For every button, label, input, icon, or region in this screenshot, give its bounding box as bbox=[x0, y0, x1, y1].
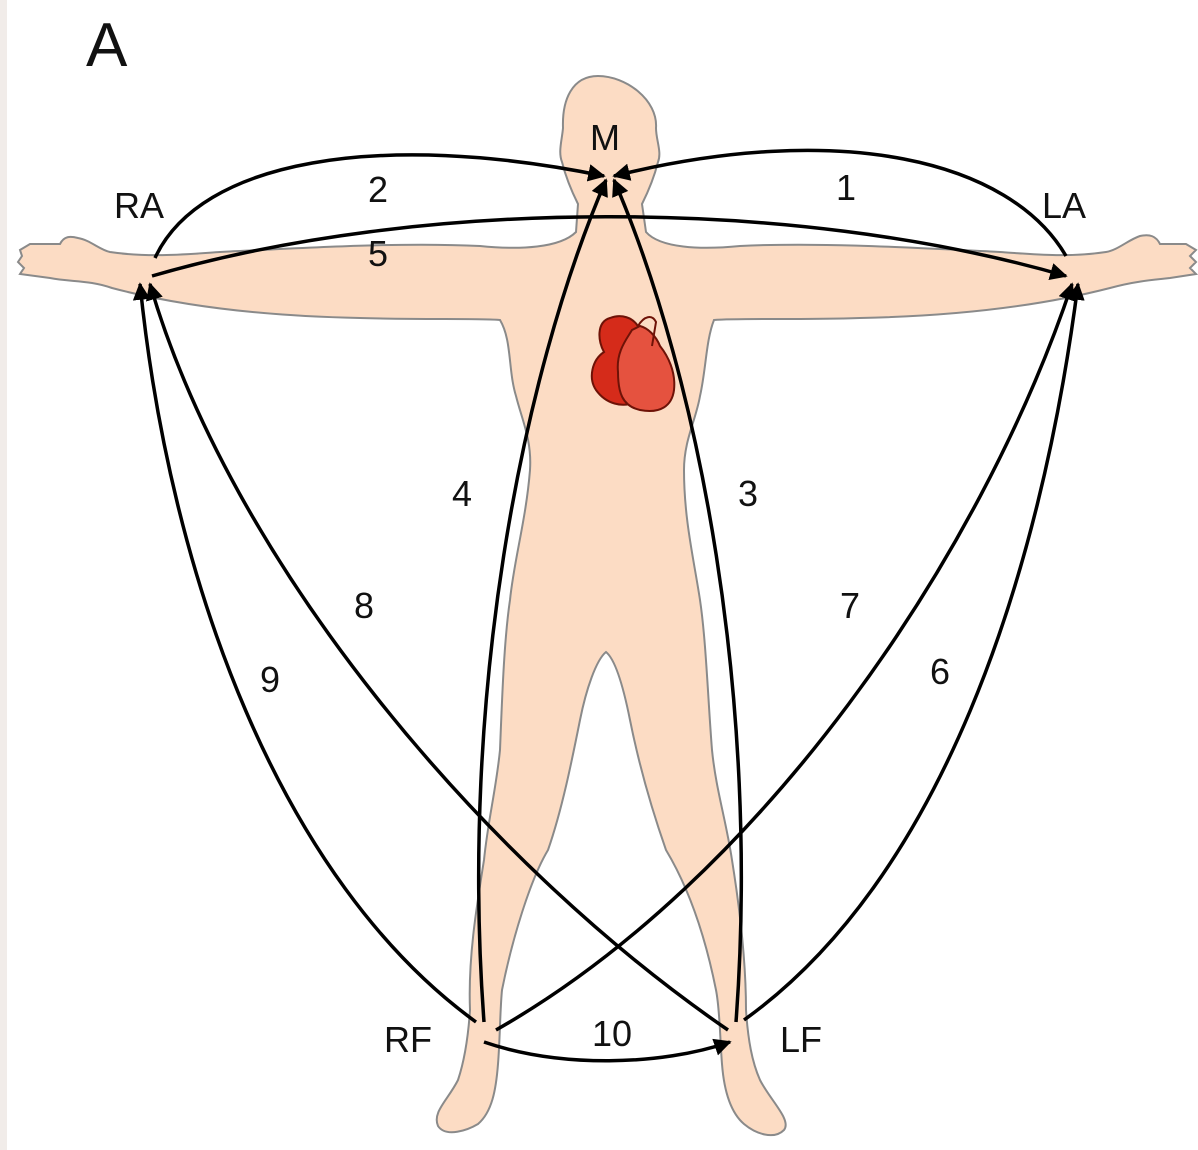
panel-label: A bbox=[86, 11, 128, 80]
node-label-rf: RF bbox=[384, 1019, 432, 1060]
edge-label-1: 1 bbox=[836, 167, 856, 208]
human-body-silhouette bbox=[18, 76, 1196, 1135]
edge-label-8: 8 bbox=[354, 585, 374, 626]
node-label-m: M bbox=[590, 117, 620, 158]
edge-label-3: 3 bbox=[738, 473, 758, 514]
left-border-strip bbox=[0, 0, 7, 1150]
edge-label-5: 5 bbox=[368, 233, 388, 274]
edge-label-10: 10 bbox=[592, 1013, 632, 1054]
edge-label-7: 7 bbox=[840, 585, 860, 626]
edge-label-6: 6 bbox=[930, 651, 950, 692]
edge-label-9: 9 bbox=[260, 659, 280, 700]
node-label-ra: RA bbox=[114, 185, 164, 226]
node-label-la: LA bbox=[1042, 185, 1086, 226]
node-label-lf: LF bbox=[780, 1019, 822, 1060]
body-outline bbox=[18, 76, 1196, 1135]
edge-label-2: 2 bbox=[368, 169, 388, 210]
edge-label-4: 4 bbox=[452, 473, 472, 514]
